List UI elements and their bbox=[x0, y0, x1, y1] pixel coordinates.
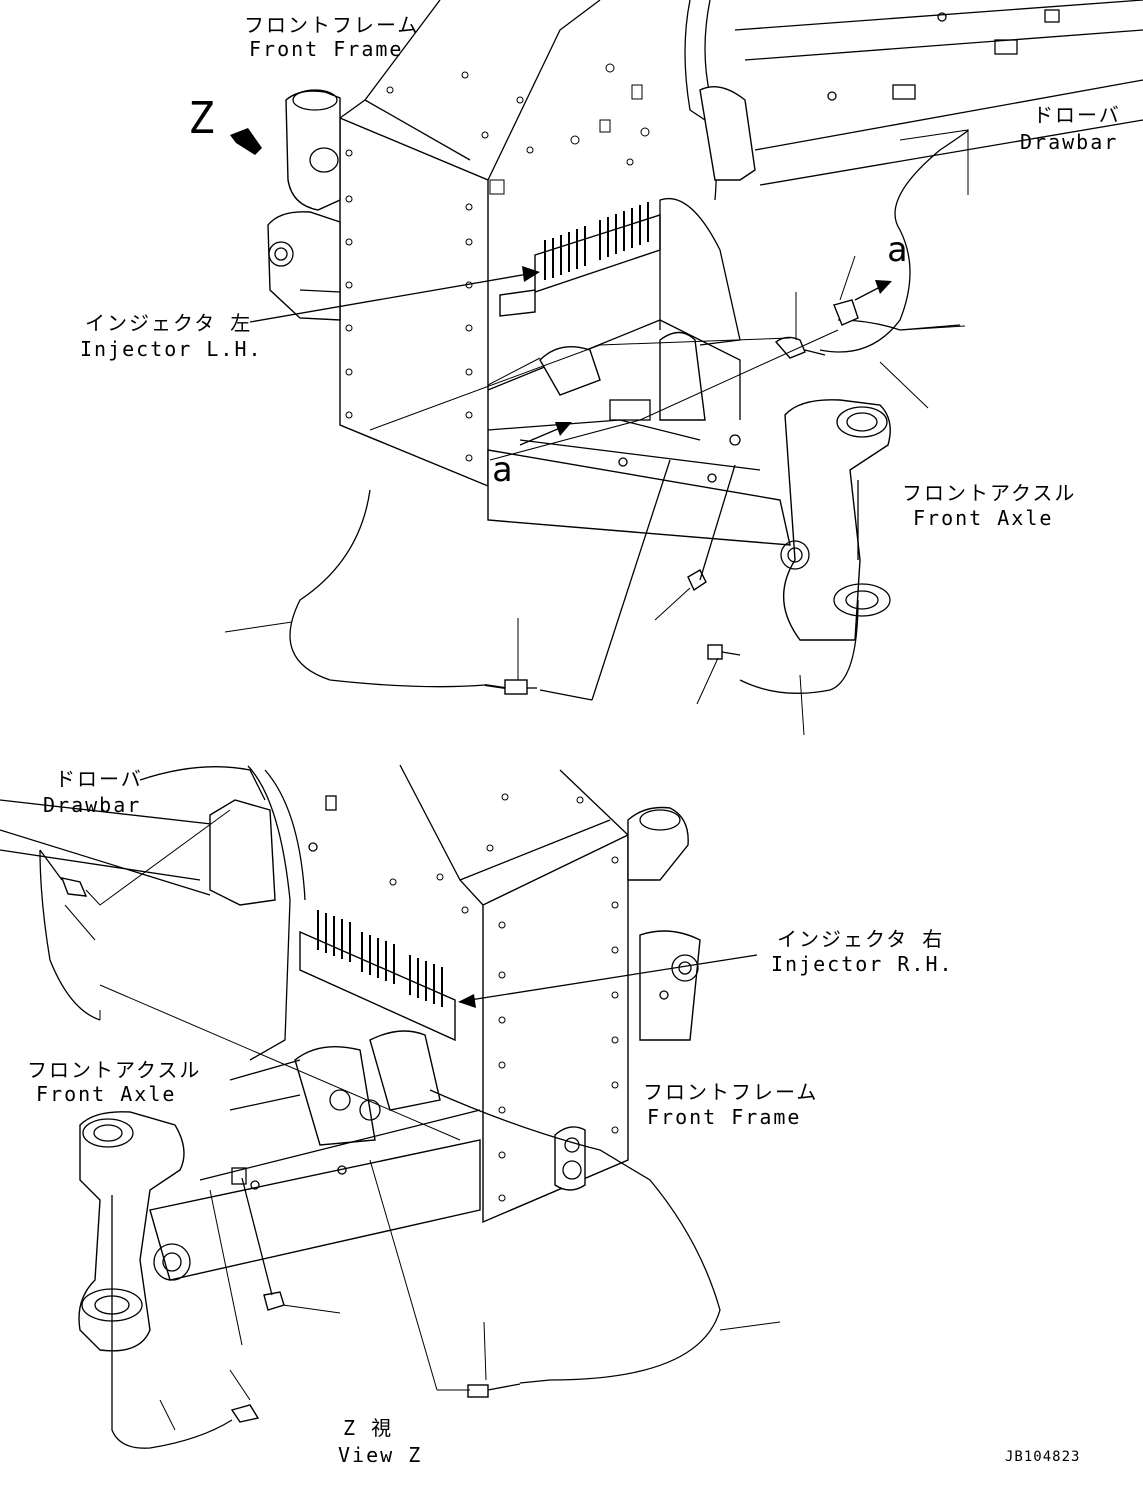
grease-fitting-icon bbox=[707, 644, 723, 660]
view-z-direction-arrow-icon bbox=[230, 128, 262, 155]
elbow-fitting-lower-right-icon bbox=[467, 1384, 489, 1398]
view-z-en-label: View Z bbox=[338, 1443, 422, 1467]
drawbar-lower bbox=[0, 765, 337, 1061]
drawing-code: JB104823 bbox=[1005, 1449, 1080, 1465]
drawbar-top-jp-label: ドローバ bbox=[1033, 103, 1121, 127]
injector-lh-jp-label: インジェクタ 左 bbox=[85, 311, 252, 335]
injector-rh-block bbox=[299, 910, 456, 1042]
grease-lines-lower bbox=[39, 809, 721, 1449]
bracket-fitting-icon bbox=[833, 299, 859, 326]
view-marker-z: Z bbox=[188, 93, 215, 144]
injector-lh-en-label: Injector L.H. bbox=[80, 337, 263, 361]
axle-bracket-lower-right bbox=[627, 806, 701, 1041]
upper-view bbox=[224, 0, 1143, 736]
arrows-upper bbox=[230, 128, 892, 446]
front-axle-bottom-jp-label: フロントアクスル bbox=[27, 1058, 201, 1082]
grease-fitting-lower-left-icon bbox=[230, 1404, 260, 1423]
injector-lh-block bbox=[499, 202, 661, 317]
drawbar-bottom-en-label: Drawbar bbox=[43, 793, 141, 817]
front-frame-top-jp-label: フロントフレーム bbox=[244, 13, 419, 37]
front-axle-lower bbox=[78, 1109, 481, 1352]
elbow-fitting-right-icon bbox=[774, 336, 806, 359]
frame-crossmember-lower bbox=[229, 1030, 441, 1146]
elbow-fitting-lower-left-icon bbox=[60, 877, 88, 897]
lower-view bbox=[0, 764, 781, 1449]
marker-a-lower: a bbox=[492, 450, 512, 490]
injector-rh-jp-label: インジェクタ 右 bbox=[777, 927, 944, 951]
axle-bracket-upper-left bbox=[267, 89, 341, 321]
drawbar-bottom-jp-label: ドローバ bbox=[55, 767, 143, 791]
leaders-lower bbox=[64, 904, 781, 1431]
plug-fitting-lower-icon bbox=[263, 1291, 285, 1311]
marker-a-upper: a bbox=[887, 230, 907, 270]
front-axle-top-en-label: Front Axle bbox=[913, 506, 1053, 530]
front-frame-bottom-jp-label: フロントフレーム bbox=[643, 1080, 818, 1104]
front-axle-top-jp-label: フロントアクスル bbox=[902, 481, 1076, 505]
view-z-jp-label: Z 視 bbox=[343, 1416, 393, 1440]
frame-crossmember-upper bbox=[487, 319, 741, 441]
drawbar-top-en-label: Drawbar bbox=[1020, 130, 1118, 154]
front-axle-bottom-en-label: Front Axle bbox=[36, 1082, 176, 1106]
front-frame-top-en-label: Front Frame bbox=[249, 37, 403, 61]
grease-lines-upper bbox=[289, 129, 969, 701]
text-labels: フロントフレーム Front Frame Z ドローバ Drawbar a a … bbox=[27, 13, 1121, 1467]
plug-fitting-icon bbox=[687, 569, 707, 592]
front-frame-bottom-en-label: Front Frame bbox=[647, 1105, 801, 1129]
front-axle-upper bbox=[487, 399, 891, 641]
leaders-upper bbox=[224, 255, 966, 736]
elbow-fitting-left-icon bbox=[504, 679, 528, 695]
drawbar-upper bbox=[659, 0, 1143, 346]
injector-rh-en-label: Injector R.H. bbox=[771, 952, 954, 976]
